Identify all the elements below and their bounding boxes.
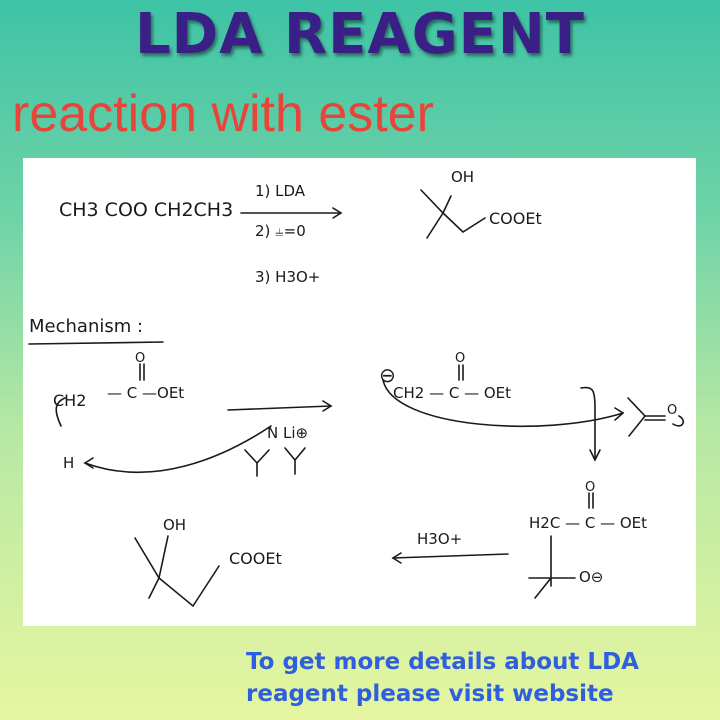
lda-isopropyl-2	[284, 447, 306, 462]
enolate-oxygen: O	[455, 351, 465, 366]
adduct-chain: H2C — C — OEt	[529, 514, 647, 532]
footer-note: To get more details about LDA reagent pl…	[246, 646, 716, 710]
page-subtitle: reaction with ester	[12, 85, 434, 143]
product-oh-bond	[442, 195, 452, 214]
base-attack-arrow-head	[83, 457, 94, 469]
step1-forward-arrow-head	[322, 400, 333, 412]
workup-arrow-head	[391, 552, 402, 564]
product-oh-label: OH	[451, 168, 474, 186]
workup-label: H3O+	[417, 530, 462, 548]
footer-line-2: reagent please visit website	[246, 681, 614, 707]
page-title: LDA REAGENT	[134, 2, 585, 67]
reactant-formula: CH3 COO CH2CH3	[59, 199, 233, 221]
workup-arrow	[392, 553, 509, 559]
final-oh-label: OH	[163, 516, 186, 534]
enolate-charge: ⊖	[379, 363, 396, 387]
mechanism-underline	[28, 341, 164, 345]
enolate-attack-arrow	[382, 379, 624, 428]
mechanism-label: Mechanism :	[29, 316, 143, 337]
product-group-label: COOEt	[489, 209, 542, 228]
lda-isopropyl-1	[244, 449, 270, 465]
product-skeleton	[420, 189, 486, 234]
condition-1: 1) LDA	[255, 182, 306, 200]
product-bond	[426, 212, 444, 239]
reaction-arrow-head	[332, 207, 343, 219]
final-group-label: COOEt	[229, 549, 282, 568]
condition-3: 3) H3O+	[255, 268, 320, 286]
footer-line-1: To get more details about LDA	[246, 649, 639, 675]
adduct-bond-diagonal	[534, 577, 552, 599]
step1-hydrogen: H	[63, 454, 74, 472]
base-attack-arrow	[84, 425, 272, 474]
step1-chain: — C —OEt	[107, 384, 184, 402]
step1-oxygen: O	[135, 351, 145, 366]
step1-ch2: CH2	[53, 391, 86, 410]
downward-arrow	[580, 386, 596, 459]
acetone-skeleton	[627, 397, 647, 437]
final-product-oh-bond	[158, 535, 169, 579]
lda-base-label: N Li⊕	[267, 424, 308, 442]
enolate-chain: CH2 — C — OEt	[393, 384, 511, 402]
alkoxide-label: O⊖	[579, 568, 603, 586]
reaction-diagram: CH3 COO CH2CH3 1) LDA 2) ⫨=0 3) H3O+ OH …	[28, 168, 685, 608]
downward-arrow-head	[589, 449, 601, 462]
step1-forward-arrow	[227, 405, 332, 411]
adduct-oxygen: O	[585, 480, 595, 495]
step1-curly-arrow	[55, 397, 66, 427]
ketone-oxygen: O	[667, 403, 677, 418]
reaction-diagram-card: CH3 COO CH2CH3 1) LDA 2) ⫨=0 3) H3O+ OH …	[23, 158, 696, 626]
enolate-attack-arrow-head	[614, 407, 625, 421]
acetone-oxygen-arrow	[672, 415, 685, 427]
condition-2: 2) ⫨=0	[255, 222, 306, 240]
final-product-skeleton	[134, 537, 220, 608]
final-product-bond	[148, 577, 160, 599]
